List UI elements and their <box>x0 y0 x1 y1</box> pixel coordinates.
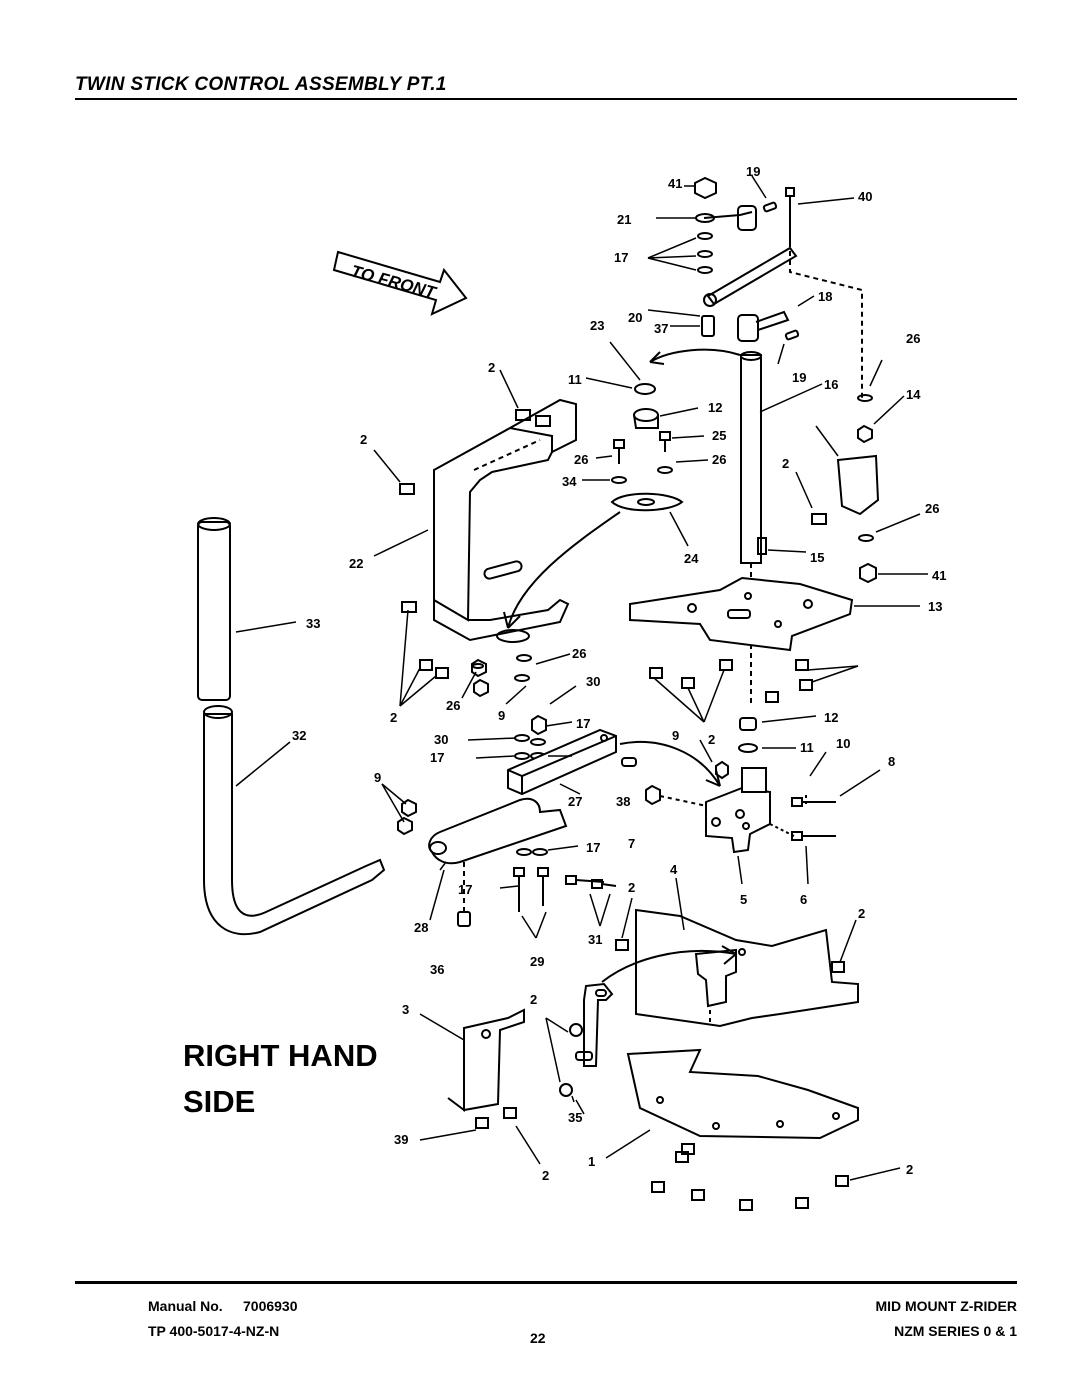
callout-label: 37 <box>654 321 668 336</box>
callout-label: 2 <box>906 1162 913 1177</box>
callout-label: 9 <box>374 770 381 785</box>
callout-label: 23 <box>590 318 604 333</box>
callout-label: 38 <box>616 794 630 809</box>
callout-label: 2 <box>390 710 397 725</box>
callout-label: 26 <box>712 452 726 467</box>
callout-label: 3 <box>402 1002 409 1017</box>
callout-label: 2 <box>542 1168 549 1183</box>
callout-label: 2 <box>360 432 367 447</box>
callout-label: 17 <box>430 750 444 765</box>
side-label-line2: SIDE <box>183 1084 255 1119</box>
callout-label: 27 <box>568 794 582 809</box>
callout-label: 32 <box>292 728 306 743</box>
callout-label: 8 <box>888 754 895 769</box>
callout-label: 4 <box>670 862 678 877</box>
callout-label: 22 <box>349 556 363 571</box>
page-title: TWIN STICK CONTROL ASSEMBLY PT.1 <box>75 74 447 95</box>
callout-label: 25 <box>712 428 726 443</box>
callout-label: 30 <box>434 732 448 747</box>
manual-label: Manual No. <box>148 1298 223 1314</box>
callout-label: 39 <box>394 1132 408 1147</box>
tp-number: TP 400-5017-4-NZ-N <box>148 1323 280 1339</box>
callout-label: 28 <box>414 920 428 935</box>
callout-label: 35 <box>568 1110 582 1125</box>
callout-label: 26 <box>572 646 586 661</box>
callout-label: 6 <box>800 892 807 907</box>
callout-label: 34 <box>562 474 577 489</box>
product-line: MID MOUNT Z-RIDER <box>875 1298 1017 1314</box>
series-label: NZM SERIES 0 & 1 <box>894 1323 1017 1339</box>
callout-label: 20 <box>628 310 642 325</box>
callout-label: 40 <box>858 189 872 204</box>
callout-label: 17 <box>576 716 590 731</box>
callout-label: 9 <box>498 708 505 723</box>
callout-label: 17 <box>614 250 628 265</box>
header-rule <box>75 98 1017 100</box>
side-label-line1: RIGHT HAND <box>183 1038 378 1073</box>
callout-label: 15 <box>810 550 824 565</box>
callout-label: 14 <box>906 387 921 402</box>
callout-label: 30 <box>586 674 600 689</box>
manual-number: 7006930 <box>243 1298 298 1314</box>
callout-label: 24 <box>684 551 699 566</box>
callout-label: 17 <box>458 882 472 897</box>
callout-label: 16 <box>824 377 838 392</box>
callout-label: 26 <box>574 452 588 467</box>
to-front-arrow <box>332 250 468 316</box>
callout-label: 31 <box>588 932 602 947</box>
callout-label: 26 <box>446 698 460 713</box>
callout-label: 10 <box>836 736 850 751</box>
callout-label: 2 <box>782 456 789 471</box>
callout-label: 18 <box>818 289 832 304</box>
callout-label: 41 <box>932 568 946 583</box>
nut-41-top <box>694 176 717 200</box>
footer-rule <box>75 1281 1017 1284</box>
callout-label: 33 <box>306 616 320 631</box>
callout-label: 36 <box>430 962 444 977</box>
callout-label: 2 <box>858 906 865 921</box>
callout-label: 2 <box>530 992 537 1007</box>
callout-label: 7 <box>628 836 635 851</box>
callout-label: 17 <box>586 840 600 855</box>
callout-label: 2 <box>708 732 715 747</box>
callout-label: 5 <box>740 892 747 907</box>
callout-label: 26 <box>925 501 939 516</box>
callout-label: 11 <box>800 740 814 755</box>
callout-label: 19 <box>792 370 806 385</box>
callout-label: 12 <box>824 710 838 725</box>
callout-label: 29 <box>530 954 544 969</box>
callout-label: 13 <box>928 599 942 614</box>
page-number: 22 <box>530 1330 546 1346</box>
callout-label: 2 <box>628 880 635 895</box>
callout-label: 11 <box>568 372 582 387</box>
callout-label: 19 <box>746 164 760 179</box>
callout-label: 1 <box>588 1154 595 1169</box>
callout-label: 2 <box>488 360 495 375</box>
callout-label: 26 <box>906 331 920 346</box>
callout-label: 12 <box>708 400 722 415</box>
callout-label: 9 <box>672 728 679 743</box>
callout-label: 41 <box>668 176 682 191</box>
callout-label: 21 <box>617 212 631 227</box>
